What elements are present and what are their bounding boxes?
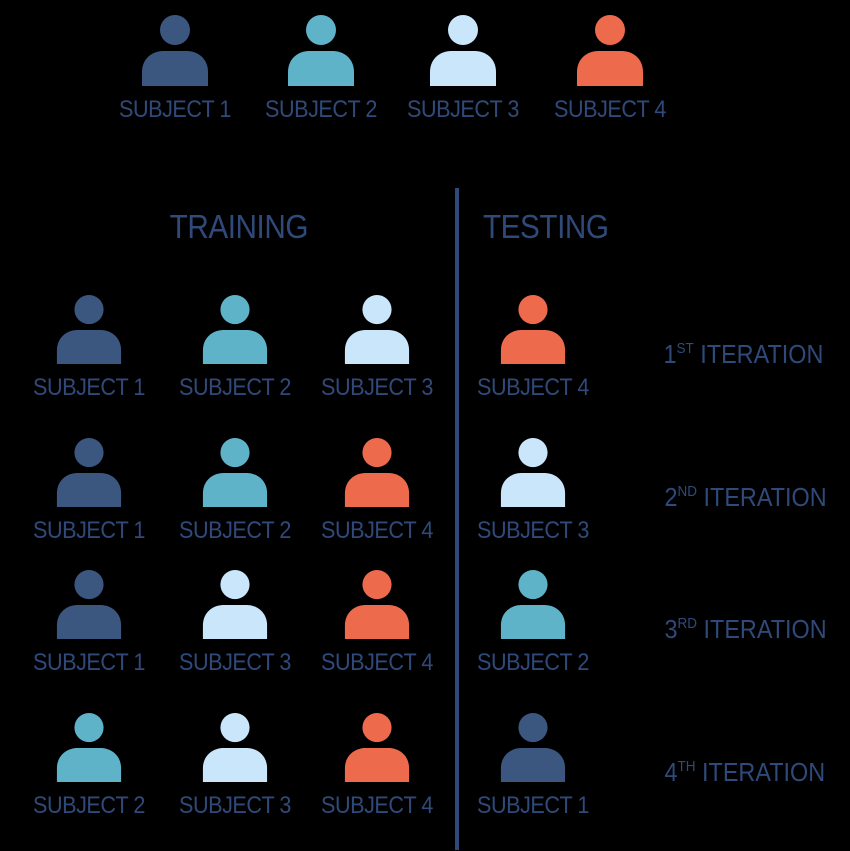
training-subject: SUBJECT 3 (312, 294, 442, 402)
legend-item: SUBJECT 1 (110, 14, 240, 124)
subject-label: SUBJECT 2 (33, 792, 145, 819)
iteration-suffix: ST (676, 340, 694, 357)
person-icon (500, 569, 566, 639)
subject-label: SUBJECT 1 (33, 517, 145, 544)
training-subject: SUBJECT 4 (312, 569, 442, 677)
iteration-word: ITERATION (693, 339, 824, 369)
person-icon (344, 569, 410, 639)
training-subject: SUBJECT 1 (24, 294, 154, 402)
training-subject: SUBJECT 2 (24, 712, 154, 820)
person-icon (577, 15, 643, 86)
subject-label: SUBJECT 3 (407, 96, 519, 123)
subject-label: SUBJECT 2 (265, 96, 377, 123)
person-icon (56, 437, 122, 507)
person-icon (56, 569, 122, 639)
person-icon (202, 294, 268, 364)
training-subject: SUBJECT 3 (170, 569, 300, 677)
testing-subject: SUBJECT 4 (468, 294, 598, 402)
person-icon (344, 712, 410, 782)
subject-label: SUBJECT 3 (179, 649, 291, 676)
training-header: TRAINING (169, 208, 309, 245)
training-subject: SUBJECT 4 (312, 712, 442, 820)
subject-label: SUBJECT 2 (179, 517, 291, 544)
legend-item: SUBJECT 4 (545, 14, 675, 124)
training-subject: SUBJECT 1 (24, 569, 154, 677)
iteration-number: 1 (663, 339, 677, 369)
training-subject: SUBJECT 1 (24, 437, 154, 545)
subject-label: SUBJECT 3 (477, 517, 589, 544)
training-subject: SUBJECT 2 (170, 294, 300, 402)
iteration-number: 2 (664, 482, 678, 512)
person-icon (344, 437, 410, 507)
person-icon (500, 294, 566, 364)
subject-label: SUBJECT 4 (321, 792, 433, 819)
person-icon (202, 569, 268, 639)
person-icon (202, 437, 268, 507)
person-icon (56, 712, 122, 782)
testing-subject: SUBJECT 3 (468, 437, 598, 545)
legend-item: SUBJECT 2 (256, 14, 386, 124)
train-test-divider (455, 188, 459, 850)
iteration-suffix: TH (677, 758, 696, 775)
person-icon (344, 294, 410, 364)
iteration-word: ITERATION (697, 482, 827, 512)
person-icon (56, 294, 122, 364)
subject-label: SUBJECT 1 (33, 374, 145, 401)
testing-subject: SUBJECT 2 (468, 569, 598, 677)
person-icon (500, 712, 566, 782)
person-icon (142, 15, 208, 86)
testing-header: TESTING (482, 208, 609, 245)
subject-label: SUBJECT 2 (179, 374, 291, 401)
person-icon (288, 15, 354, 86)
person-icon (202, 712, 268, 782)
iteration-suffix: RD (677, 615, 698, 632)
iteration-label: 3RD ITERATION (664, 613, 827, 645)
iteration-label: 1ST ITERATION (663, 338, 824, 370)
subject-label: SUBJECT 3 (321, 374, 433, 401)
iteration-number: 3 (664, 614, 678, 644)
legend-item: SUBJECT 3 (398, 14, 528, 124)
subject-label: SUBJECT 1 (33, 649, 145, 676)
training-subject: SUBJECT 4 (312, 437, 442, 545)
training-subject: SUBJECT 2 (170, 437, 300, 545)
iteration-word: ITERATION (695, 757, 826, 787)
iteration-number: 4 (664, 757, 678, 787)
iteration-label: 2ND ITERATION (664, 481, 827, 513)
subject-label: SUBJECT 4 (477, 374, 589, 401)
subject-label: SUBJECT 1 (119, 96, 231, 123)
testing-subject: SUBJECT 1 (468, 712, 598, 820)
subject-label: SUBJECT 3 (179, 792, 291, 819)
person-icon (500, 437, 566, 507)
training-subject: SUBJECT 3 (170, 712, 300, 820)
subject-label: SUBJECT 1 (477, 792, 589, 819)
subject-label: SUBJECT 4 (554, 96, 666, 123)
person-icon (430, 15, 496, 86)
iteration-suffix: ND (677, 483, 698, 500)
iteration-word: ITERATION (697, 614, 827, 644)
subject-label: SUBJECT 4 (321, 649, 433, 676)
iteration-label: 4TH ITERATION (664, 756, 826, 788)
subject-label: SUBJECT 2 (477, 649, 589, 676)
subject-label: SUBJECT 4 (321, 517, 433, 544)
